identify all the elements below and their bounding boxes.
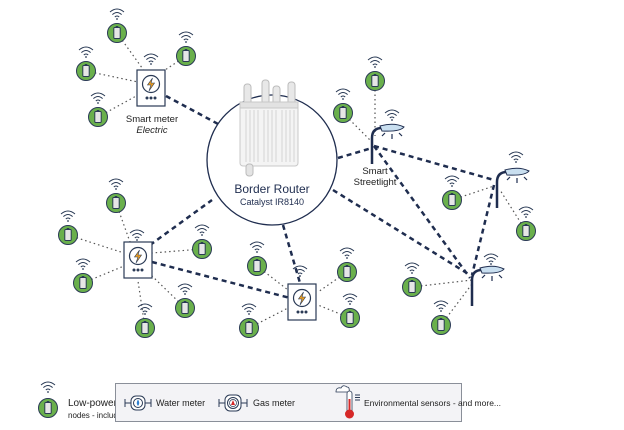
low-power-node[interactable] — [175, 283, 195, 318]
battery-node-icon — [442, 190, 462, 210]
battery-node-icon — [107, 23, 127, 43]
gas-meter-icon — [218, 394, 248, 412]
battery-node-icon — [239, 318, 259, 338]
battery-node-icon — [365, 71, 385, 91]
wifi-icon — [335, 88, 351, 101]
wifi-icon — [177, 283, 193, 296]
low-power-node[interactable] — [88, 92, 108, 127]
wifi-icon — [137, 303, 153, 316]
battery-node-icon — [135, 318, 155, 338]
battery-node-icon — [337, 262, 357, 282]
streetlight-icon — [470, 264, 506, 308]
wifi-icon — [367, 56, 383, 69]
low-power-node[interactable] — [73, 258, 93, 293]
wifi-icon — [339, 247, 355, 260]
link-router-streetlight-1 — [337, 146, 373, 160]
streetlight-icon — [495, 166, 531, 210]
low-power-node[interactable] — [365, 56, 385, 91]
wifi-icon — [60, 210, 76, 223]
battery-node-icon — [58, 225, 78, 245]
wifi-icon — [108, 178, 124, 191]
low-power-node[interactable] — [135, 303, 155, 338]
backbone-links — [149, 94, 496, 300]
link-sl1-sl3 — [372, 145, 472, 279]
smart-meter-type-label: Electric — [136, 125, 167, 136]
smart-streetlight-3[interactable] — [470, 253, 506, 308]
low-power-node[interactable] — [192, 224, 212, 259]
smart-meter-icon — [136, 69, 166, 107]
link-router-meter-mid — [149, 198, 213, 247]
wifi-icon — [241, 303, 257, 316]
link-meter-mid-meter-center — [151, 260, 291, 300]
link-router-meter-top — [165, 94, 221, 127]
link-sl2-sl3 — [470, 184, 496, 276]
smart-meter-top-left[interactable]: Smart meter Electric — [126, 53, 178, 136]
battery-node-icon — [333, 103, 353, 123]
router-device-icon — [239, 79, 299, 177]
smart-meter-center[interactable] — [287, 265, 317, 321]
border-router[interactable]: Border Router Catalyst IR8140 — [206, 79, 338, 226]
low-power-node[interactable] — [442, 175, 462, 210]
wifi-icon — [444, 175, 460, 188]
wifi-icon — [342, 293, 358, 306]
low-power-node[interactable] — [239, 303, 259, 338]
battery-node-icon — [73, 273, 93, 293]
wifi-icon — [90, 92, 106, 105]
low-power-node[interactable] — [340, 293, 360, 328]
battery-node-icon — [175, 298, 195, 318]
battery-node-icon — [340, 308, 360, 328]
low-power-node[interactable] — [107, 8, 127, 43]
legend-item-water-meter: Water meter — [156, 398, 206, 408]
low-power-node[interactable] — [76, 46, 96, 81]
streetlight-label-line2: Streetlight — [354, 177, 397, 188]
smart-meter-icon — [287, 283, 317, 321]
legend-box: Water meter Gas meter Environmental sens… — [115, 383, 501, 422]
battery-node-icon — [516, 221, 536, 241]
streetlight-icon — [370, 122, 406, 166]
wifi-icon — [518, 206, 534, 219]
streetlight-label-line1: Smart — [362, 166, 388, 177]
wifi-icon — [404, 262, 420, 275]
low-power-node[interactable] — [333, 88, 353, 123]
legend-node-icon — [38, 381, 58, 418]
low-power-node[interactable] — [431, 300, 451, 335]
battery-node-icon — [106, 193, 126, 213]
wifi-icon — [194, 224, 210, 237]
legend-item-gas-meter: Gas meter — [253, 398, 296, 408]
legend-item-environmental-sensors: Environmental sensors - and more... — [364, 398, 502, 408]
battery-node-icon — [76, 61, 96, 81]
battery-node-icon — [192, 239, 212, 259]
battery-node-icon — [402, 277, 422, 297]
low-power-node[interactable] — [176, 31, 196, 66]
thermometer-icon — [335, 385, 360, 419]
water-meter-icon — [124, 395, 152, 411]
wifi-icon — [109, 8, 125, 21]
smart-meter-icon — [123, 241, 153, 279]
smart-streetlight-1[interactable]: Smart Streetlight — [354, 109, 406, 188]
wifi-icon — [78, 46, 94, 59]
wifi-icon — [433, 300, 449, 313]
smart-meter-label: Smart meter — [126, 114, 178, 125]
wifi-icon — [249, 241, 265, 254]
legend-node-label-line2: nodes - include: — [68, 411, 125, 420]
wifi-icon — [178, 31, 194, 44]
legend-node-label-line1: Low-power — [68, 398, 117, 409]
link-router-meter-center — [281, 224, 302, 284]
border-router-title: Border Router — [234, 182, 309, 196]
low-power-node[interactable] — [402, 262, 422, 297]
battery-node-icon — [431, 315, 451, 335]
low-power-node[interactable] — [106, 178, 126, 213]
low-power-node[interactable] — [58, 210, 78, 245]
link-sl1-sl2 — [373, 144, 495, 182]
battery-node-icon — [88, 107, 108, 127]
wifi-icon — [75, 258, 91, 271]
border-router-model: Catalyst IR8140 — [240, 197, 304, 207]
low-power-node[interactable] — [516, 206, 536, 241]
battery-node-icon — [176, 46, 196, 66]
battery-node-icon — [247, 256, 267, 276]
smart-streetlight-2[interactable] — [495, 151, 531, 210]
low-power-node[interactable] — [247, 241, 267, 276]
low-power-node[interactable] — [337, 247, 357, 282]
